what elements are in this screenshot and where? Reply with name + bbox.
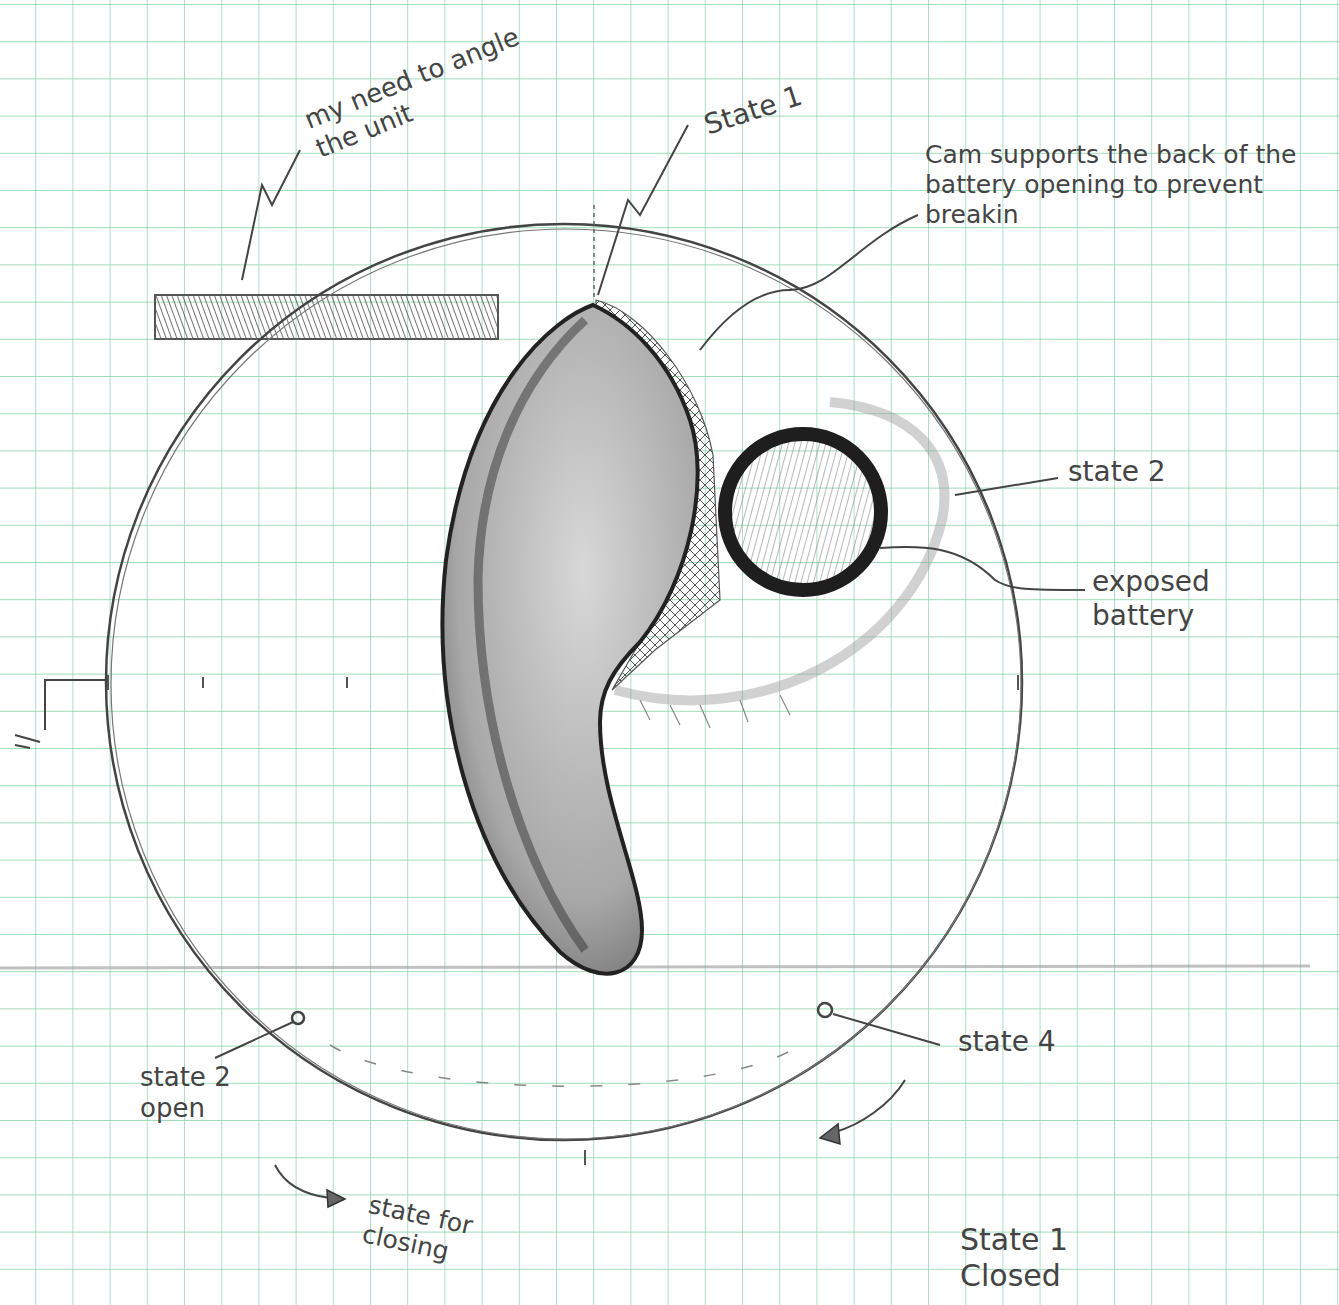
direction-arrow <box>835 1080 905 1132</box>
battery <box>725 434 881 590</box>
state-dot <box>292 1012 304 1024</box>
axis-line <box>593 205 595 300</box>
angle-bar <box>155 295 498 339</box>
ground-line <box>0 966 1310 968</box>
note-label: state 4 <box>958 1025 1138 1059</box>
leader-line <box>215 125 1085 1058</box>
housing-circle <box>111 229 1021 1139</box>
cam <box>443 305 698 974</box>
note-label: exposed battery <box>1092 565 1282 632</box>
shading <box>640 695 790 728</box>
note-label: state 2 <box>1068 455 1248 489</box>
note-label: state 2 open <box>140 1062 290 1124</box>
arrow-head <box>327 1190 345 1207</box>
note-label: Cam supports the back of the battery ope… <box>925 140 1330 230</box>
arrow-head <box>820 1124 840 1144</box>
direction-arrow <box>275 1165 330 1198</box>
ground-symbol <box>15 680 108 748</box>
housing-circle <box>106 224 1022 1140</box>
travel-arc <box>330 1045 800 1086</box>
note-label: State 1 Closed <box>960 1222 1130 1294</box>
cam-shading <box>478 320 585 950</box>
state-dot <box>818 1003 832 1017</box>
